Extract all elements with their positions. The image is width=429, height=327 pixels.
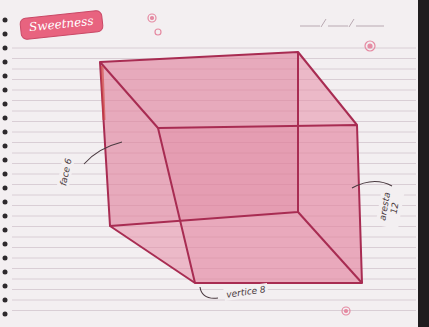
- callout-label: vertice 8: [223, 283, 268, 301]
- desk-edge: [418, 0, 429, 327]
- leader-line: [84, 142, 397, 298]
- ruled-lines: [12, 48, 416, 311]
- date-field: [300, 19, 384, 27]
- spiral-holes: [3, 18, 8, 317]
- callout-label: aresta 12: [375, 186, 404, 229]
- brand-badge: Sweetness: [19, 10, 103, 40]
- callout-label: face 6: [57, 155, 76, 189]
- cube-drawing: [100, 52, 362, 283]
